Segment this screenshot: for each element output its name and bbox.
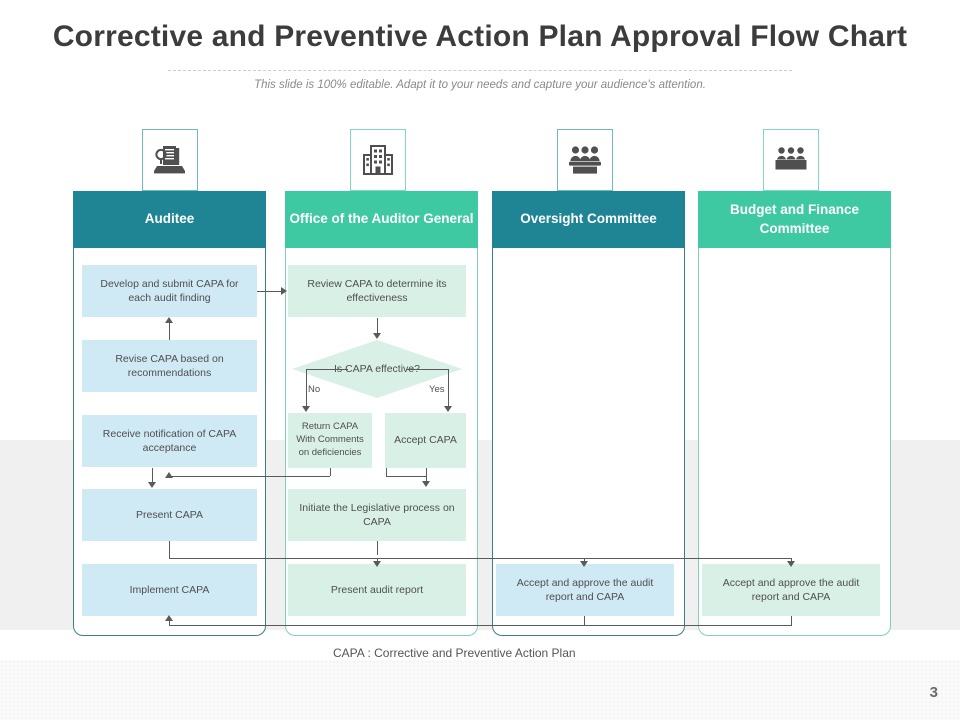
page-number: 3 — [929, 684, 938, 701]
connector-bottom-rail-h — [169, 625, 791, 626]
step-present-capa[interactable]: Present CAPA — [82, 489, 257, 541]
edge-label-no: No — [308, 384, 321, 395]
arrowhead-down — [580, 561, 588, 567]
arrowhead-down — [373, 333, 381, 339]
connector-review-to-decision — [377, 318, 378, 335]
title-divider — [168, 70, 792, 71]
page-subtitle: This slide is 100% editable. Adapt it to… — [254, 79, 706, 91]
connector-rail-drop-budget — [791, 558, 792, 563]
step-revise-capa[interactable]: Revise CAPA based on recommendations — [82, 340, 257, 392]
connector-rail-drop-oversight — [584, 558, 585, 563]
connector-decision-no-v — [306, 369, 307, 407]
background-dotted-footer — [0, 660, 960, 720]
decision-label: Is CAPA effective? — [334, 363, 420, 375]
step-label: Accept CAPA — [394, 434, 457, 447]
step-label: Develop and submit CAPA for each audit f… — [100, 277, 239, 304]
step-receive-notification[interactable]: Receive notification of CAPA acceptance — [82, 415, 257, 467]
lane-header-auditee: Auditee — [73, 191, 266, 248]
lane-title-office-auditor-general: Office of the Auditor General — [289, 211, 474, 227]
lane-body-oversight-committee — [492, 248, 685, 636]
step-accept-capa[interactable]: Accept CAPA — [385, 413, 466, 468]
lane-icon-office-auditor-general — [350, 129, 406, 191]
lane-title-auditee: Auditee — [144, 211, 195, 227]
arrowhead-up — [165, 317, 173, 323]
arrowhead-up — [165, 472, 173, 478]
connector-decision-no-h — [306, 369, 348, 370]
step-label: Accept and approve the audit report and … — [516, 576, 654, 603]
connector-decision-yes-h — [407, 369, 449, 370]
connector-return-down — [330, 468, 331, 476]
connector-bottom-rail-oversight-v — [584, 616, 585, 626]
lane-icon-oversight-committee — [557, 129, 613, 191]
lane-body-budget-finance-committee — [698, 248, 891, 636]
connector-develop-to-review — [257, 291, 281, 292]
office-building-icon — [363, 145, 393, 175]
footer-legend: CAPA : Corrective and Preventive Action … — [333, 646, 576, 660]
connector-revise-to-develop — [169, 320, 170, 340]
connector-initiate-to-present-report — [377, 541, 378, 555]
connector-accept-stub — [386, 476, 427, 477]
connector-accept-to-initiate — [426, 468, 427, 482]
step-present-audit-report[interactable]: Present audit report — [288, 564, 466, 616]
lane-icon-budget-finance-committee — [763, 129, 819, 191]
step-label: Receive notification of CAPA acceptance — [102, 427, 237, 454]
step-review-capa[interactable]: Review CAPA to determine its effectivene… — [288, 265, 466, 317]
lane-body-office-auditor-general — [285, 248, 478, 636]
arrowhead-down — [373, 561, 381, 567]
connector-present-rail-h — [169, 558, 791, 559]
arrowhead-right — [281, 287, 287, 295]
connector-accept-stub-v — [386, 468, 387, 477]
step-accept-approve-budget[interactable]: Accept and approve the audit report and … — [702, 564, 880, 616]
connector-receive-to-present — [152, 468, 153, 484]
connector-bottom-rail-to-implement — [169, 620, 170, 626]
committee-people-icon — [569, 146, 601, 174]
step-label: Present audit report — [330, 583, 424, 596]
connector-return-to-auditee — [169, 476, 330, 477]
arrowhead-down — [444, 406, 452, 412]
step-label: Revise CAPA based on recommendations — [115, 352, 224, 379]
lane-oversight-committee: Oversight Committee — [492, 191, 685, 636]
step-label: Implement CAPA — [129, 583, 210, 596]
audit-document-icon — [154, 146, 185, 174]
step-label: Initiate the Legislative process on CAPA — [299, 501, 455, 528]
committee-people-icon — [775, 147, 807, 170]
edge-label-yes: Yes — [429, 384, 445, 395]
lane-body-auditee — [73, 248, 266, 636]
arrowhead-down — [302, 406, 310, 412]
connector-rail-drop-auditor — [377, 558, 378, 563]
lane-header-oversight-committee: Oversight Committee — [492, 191, 685, 248]
arrowhead-up — [165, 615, 173, 621]
step-accept-approve-oversight[interactable]: Accept and approve the audit report and … — [496, 564, 674, 616]
step-return-capa[interactable]: Return CAPA With Comments on deficiencie… — [288, 413, 372, 468]
lane-title-oversight-committee: Oversight Committee — [520, 211, 657, 227]
step-label: Present CAPA — [136, 508, 203, 521]
lane-header-office-auditor-general: Office of the Auditor General — [285, 191, 478, 248]
lane-header-budget-finance-committee: Budget and Finance Committee — [698, 191, 891, 248]
step-develop-submit-capa[interactable]: Develop and submit CAPA for each audit f… — [82, 265, 257, 317]
connector-present-rail-v — [169, 541, 170, 558]
connector-bottom-rail-budget-v — [791, 616, 792, 626]
lane-icon-auditee — [142, 129, 198, 191]
step-implement-capa[interactable]: Implement CAPA — [82, 564, 257, 616]
page-title: Corrective and Preventive Action Plan Ap… — [52, 20, 908, 53]
arrowhead-down — [422, 481, 430, 487]
lane-title-budget-finance-committee: Budget and Finance Committee — [729, 202, 859, 236]
step-label: Return CAPA With Comments on deficiencie… — [296, 421, 364, 458]
step-label: Accept and approve the audit report and … — [722, 576, 860, 603]
arrowhead-down — [148, 482, 156, 488]
connector-decision-yes-v — [448, 369, 449, 407]
arrowhead-down — [787, 561, 795, 567]
step-initiate-legislative[interactable]: Initiate the Legislative process on CAPA — [288, 489, 466, 541]
step-label: Review CAPA to determine its effectivene… — [307, 277, 447, 304]
